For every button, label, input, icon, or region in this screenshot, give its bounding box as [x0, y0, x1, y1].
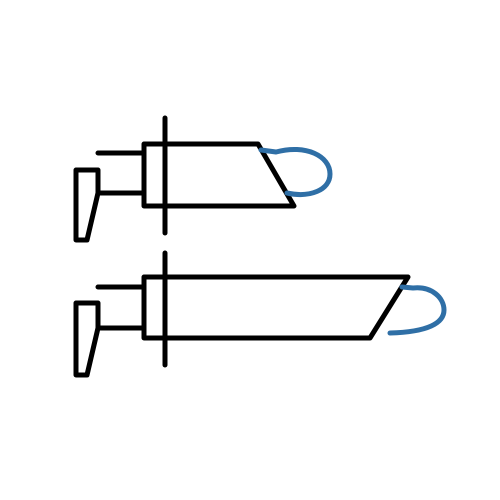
cartridge-body: [141, 141, 297, 209]
mouthpiece-icon: [73, 300, 101, 378]
cartridge-body: [141, 274, 411, 341]
vapor-plume-icon: [258, 146, 333, 197]
vapor-plume-icon: [387, 284, 447, 336]
mouthpiece-icon: [73, 167, 101, 243]
connector-icon: [95, 150, 147, 196]
vape-pen-long: [73, 250, 447, 378]
vape-pen-short: [73, 115, 333, 243]
connector-icon: [95, 284, 147, 331]
